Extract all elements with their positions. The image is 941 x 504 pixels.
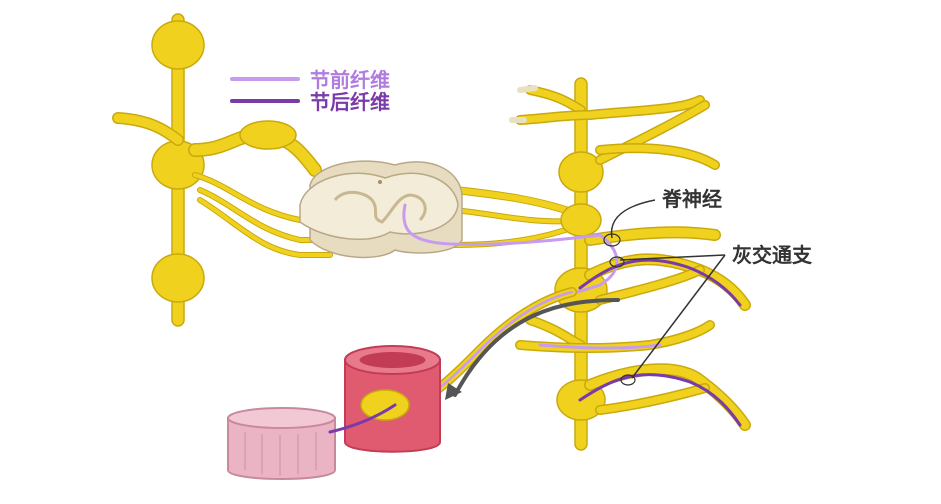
spinal-cord-section (299, 160, 463, 259)
legend-postganglionic-label: 节后纤维 (310, 90, 390, 114)
spinal-nerve-callout: 脊神经 (603, 187, 722, 247)
preganglionic-fiber (402, 203, 619, 297)
gray-ramus-label: 灰交通支 (732, 243, 813, 267)
direction-arrow (445, 298, 620, 400)
legend-preganglionic-label: 节前纤维 (310, 68, 390, 92)
left-nerve-roots (188, 120, 333, 258)
legend: 节前纤维 节后纤维 (230, 68, 390, 114)
target-organ (227, 407, 336, 480)
postganglionic-fiber-gray-ramus-1 (578, 258, 742, 307)
prevertebral-ganglion (360, 389, 410, 421)
spinal-nerve-label: 脊神经 (661, 187, 722, 211)
postganglionic-fiber-gray-ramus-2 (578, 373, 742, 427)
postganglionic-to-organ (328, 403, 397, 434)
gray-ramus-callout: 灰交通支 (609, 243, 813, 386)
preganglionic-fiber-2 (538, 343, 662, 350)
left-sympathetic-chain (112, 13, 205, 327)
